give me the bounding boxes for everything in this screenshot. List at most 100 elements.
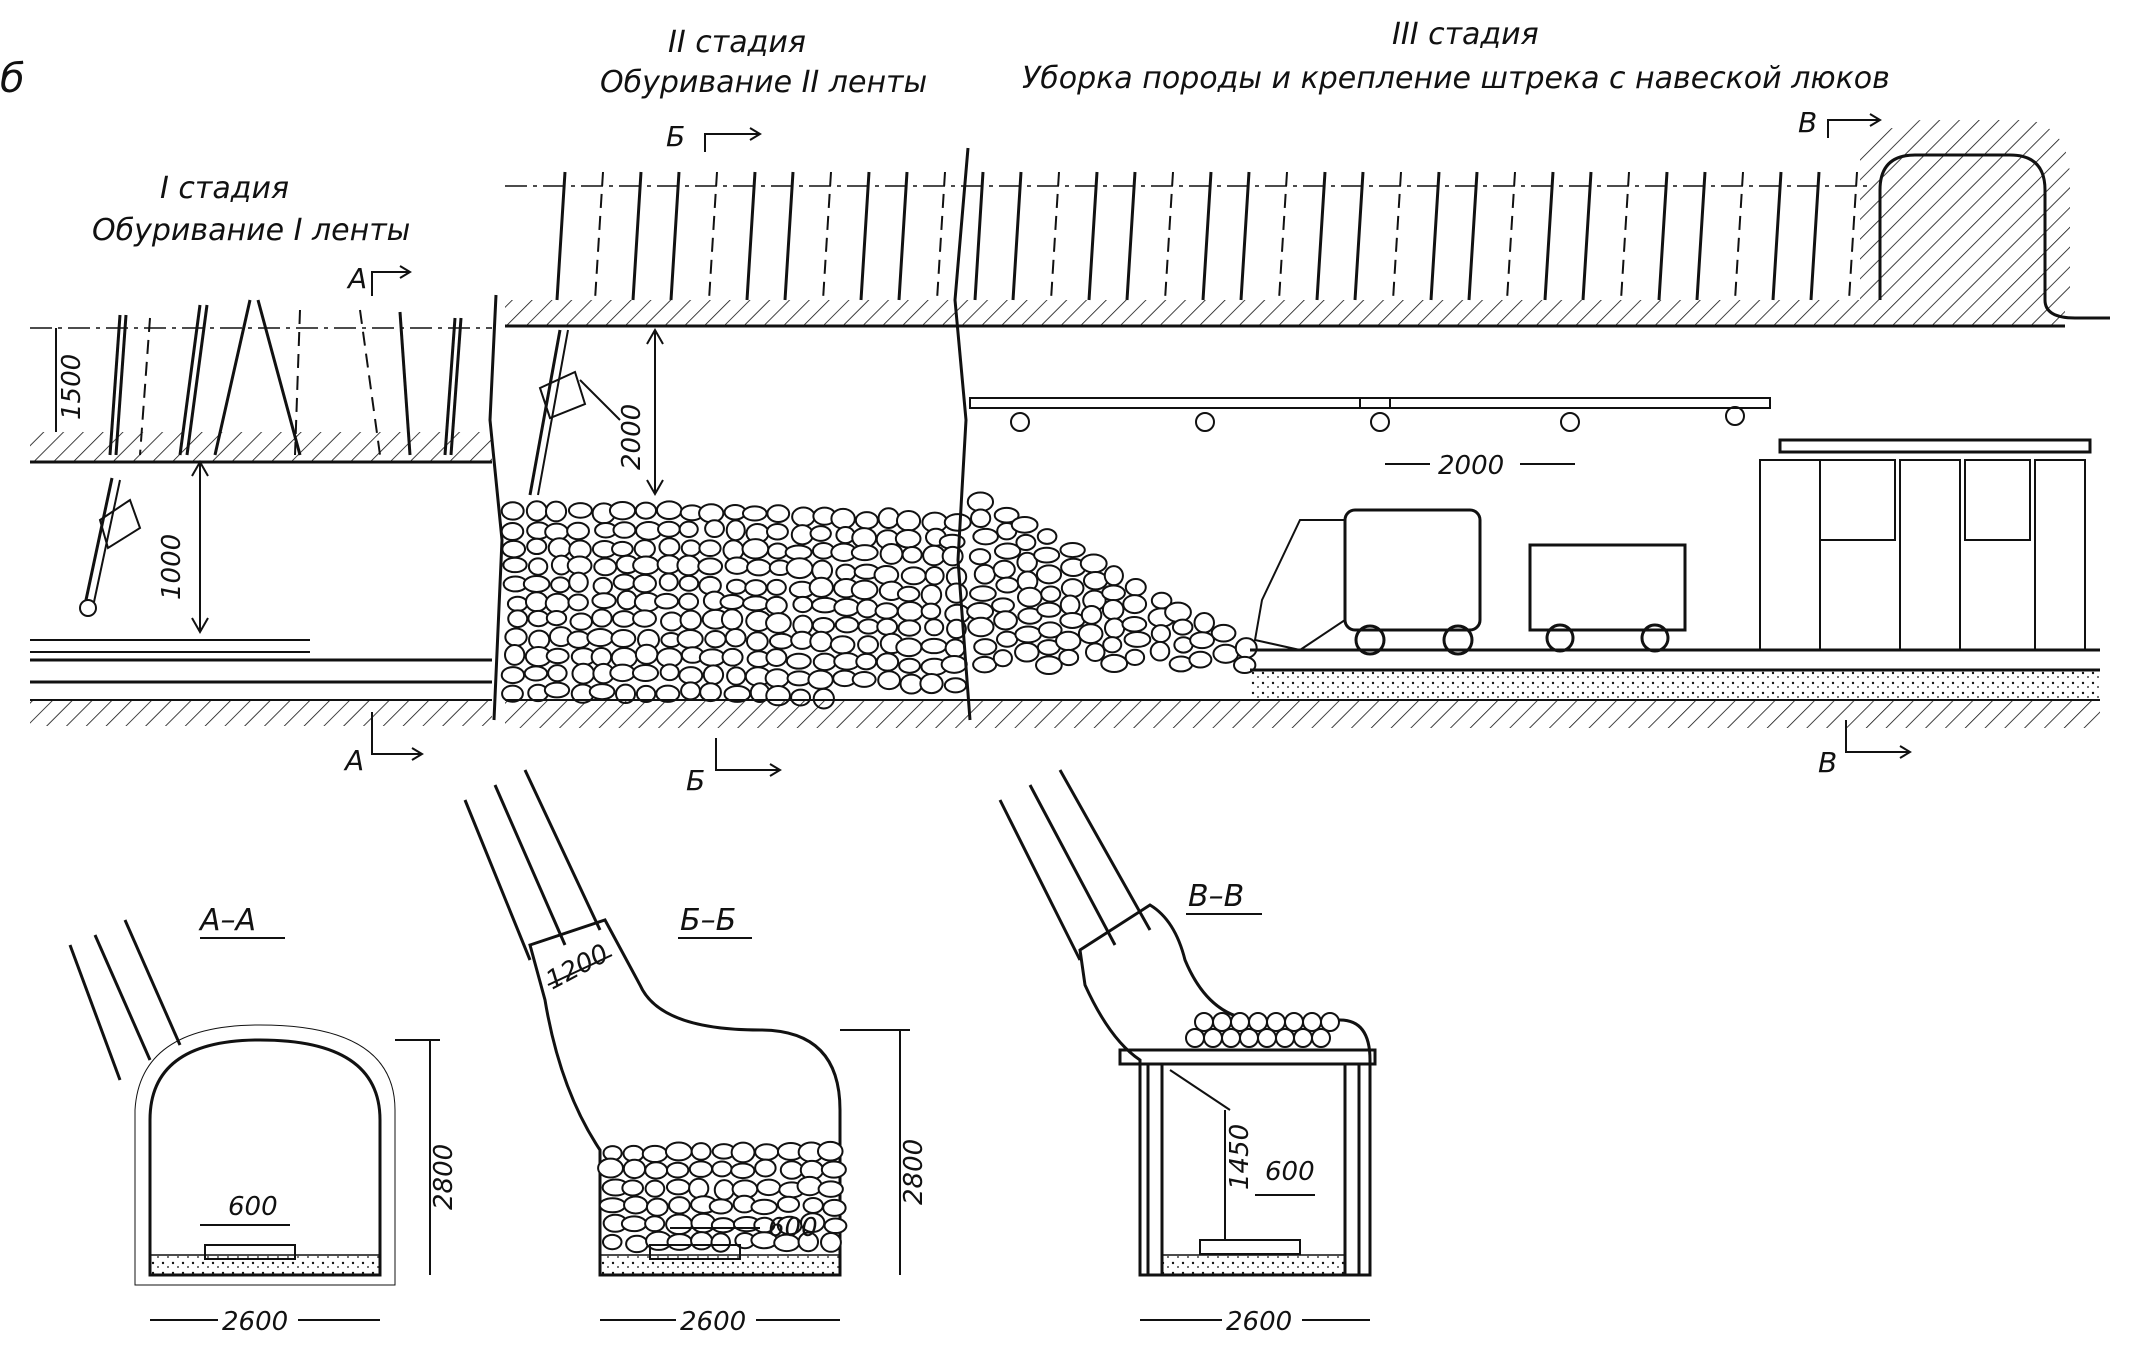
rock (601, 1233, 623, 1251)
rock (874, 602, 899, 620)
rock (742, 595, 770, 612)
dim-1000-arrow-bottom (191, 617, 209, 635)
cross-b-hole (463, 799, 532, 961)
upper-roof-hatch (505, 300, 2065, 326)
rock (500, 501, 525, 521)
loader-bucket (1253, 519, 1346, 652)
rock (676, 628, 704, 649)
rock (688, 1177, 710, 1199)
conveyor-wheel (1370, 412, 1390, 432)
rock (796, 1175, 823, 1197)
section-mark-v-top: В (1798, 106, 1882, 139)
drill-hole (1695, 171, 1707, 301)
rock (745, 631, 769, 652)
rock (704, 519, 725, 539)
rock (754, 1143, 780, 1161)
rock (545, 647, 570, 665)
cross-v-hole (998, 799, 1082, 961)
rock (665, 1178, 691, 1196)
rock (690, 1142, 712, 1161)
rock (1014, 641, 1040, 663)
lagging-log (1194, 1012, 1214, 1032)
stage3-muck-pile (966, 491, 1258, 676)
rock (741, 505, 768, 522)
stage3-panel: В 2000 (966, 106, 2110, 779)
rock (940, 655, 968, 674)
rock (754, 1158, 777, 1178)
rock (1035, 655, 1063, 676)
cross-v-timber-cap (1118, 1048, 1377, 1066)
drill-column (528, 329, 562, 496)
rock (616, 589, 638, 611)
stage1-panel: 1500 1000 А А (30, 262, 492, 777)
rock (644, 1215, 666, 1233)
rock (527, 609, 550, 628)
rock (592, 576, 614, 596)
stage1-hole (185, 304, 209, 456)
rock (876, 617, 899, 636)
cross-section-b: Б–Б 600 1200 2800 2600 (463, 769, 929, 1337)
rock (719, 593, 745, 611)
rock (588, 683, 616, 701)
rock (973, 638, 998, 656)
rock (750, 1198, 778, 1216)
rock (879, 542, 904, 565)
cross-v-lagging-logs (1185, 1012, 1340, 1048)
rock (593, 557, 618, 577)
section-b-arrowhead-bottom (769, 763, 782, 777)
rock (766, 504, 791, 523)
stage1-subtitle: Обуривание I ленты (92, 213, 410, 248)
cross-a-width-label: 2600 (222, 1307, 288, 1337)
cross-a-width-gap (218, 1302, 298, 1334)
rock (809, 525, 832, 542)
dim-1500: 1500 (55, 328, 87, 432)
stage2-drill-rig (528, 329, 621, 496)
rock (785, 557, 814, 580)
rock (523, 665, 549, 682)
rock (1014, 625, 1042, 644)
stage1-drill-rig (79, 477, 142, 617)
rock (710, 1232, 731, 1253)
rock (877, 670, 902, 691)
rock (899, 673, 924, 695)
cross-v-outline (1078, 903, 1372, 1277)
cross-v-hole (1028, 784, 1117, 946)
rock (1150, 624, 1172, 644)
rock (620, 1215, 648, 1233)
rock (668, 1196, 691, 1215)
rock (660, 611, 684, 632)
lagging-log (1248, 1012, 1268, 1032)
dim-1000-label: 1000 (157, 534, 187, 600)
rock (1055, 630, 1082, 652)
rock (816, 1140, 844, 1162)
rock (1164, 601, 1192, 623)
cross-b-hole (523, 769, 602, 931)
rock (898, 657, 921, 674)
timber-posts-mid (1899, 459, 1961, 651)
rock (995, 576, 1020, 594)
rock (507, 609, 529, 629)
drill-hole (859, 171, 871, 301)
timber-posts-left (1759, 459, 1821, 651)
drill-hole (1315, 171, 1327, 301)
rock (1077, 623, 1104, 645)
loader-wheel (1354, 624, 1386, 656)
cross-section-a-title: А–А (198, 903, 256, 938)
lagging-log (1311, 1028, 1331, 1048)
rock (765, 648, 788, 667)
rock (822, 1198, 847, 1217)
stage1-hole-dashed (359, 309, 381, 456)
lagging-log (1221, 1028, 1241, 1048)
cross-b-hole (493, 784, 567, 946)
stage1-hole (213, 299, 252, 456)
rock (1101, 584, 1126, 602)
rock (901, 546, 923, 564)
section-v-letter-bottom: В (1818, 746, 1837, 779)
rock (1234, 637, 1258, 659)
rock (943, 513, 972, 532)
section-b-letter-top: Б (666, 120, 685, 153)
loading-machine (1253, 508, 1482, 656)
drill-hole-dashed (1050, 171, 1060, 301)
stage1-hole (443, 317, 457, 456)
rock (1171, 618, 1194, 636)
